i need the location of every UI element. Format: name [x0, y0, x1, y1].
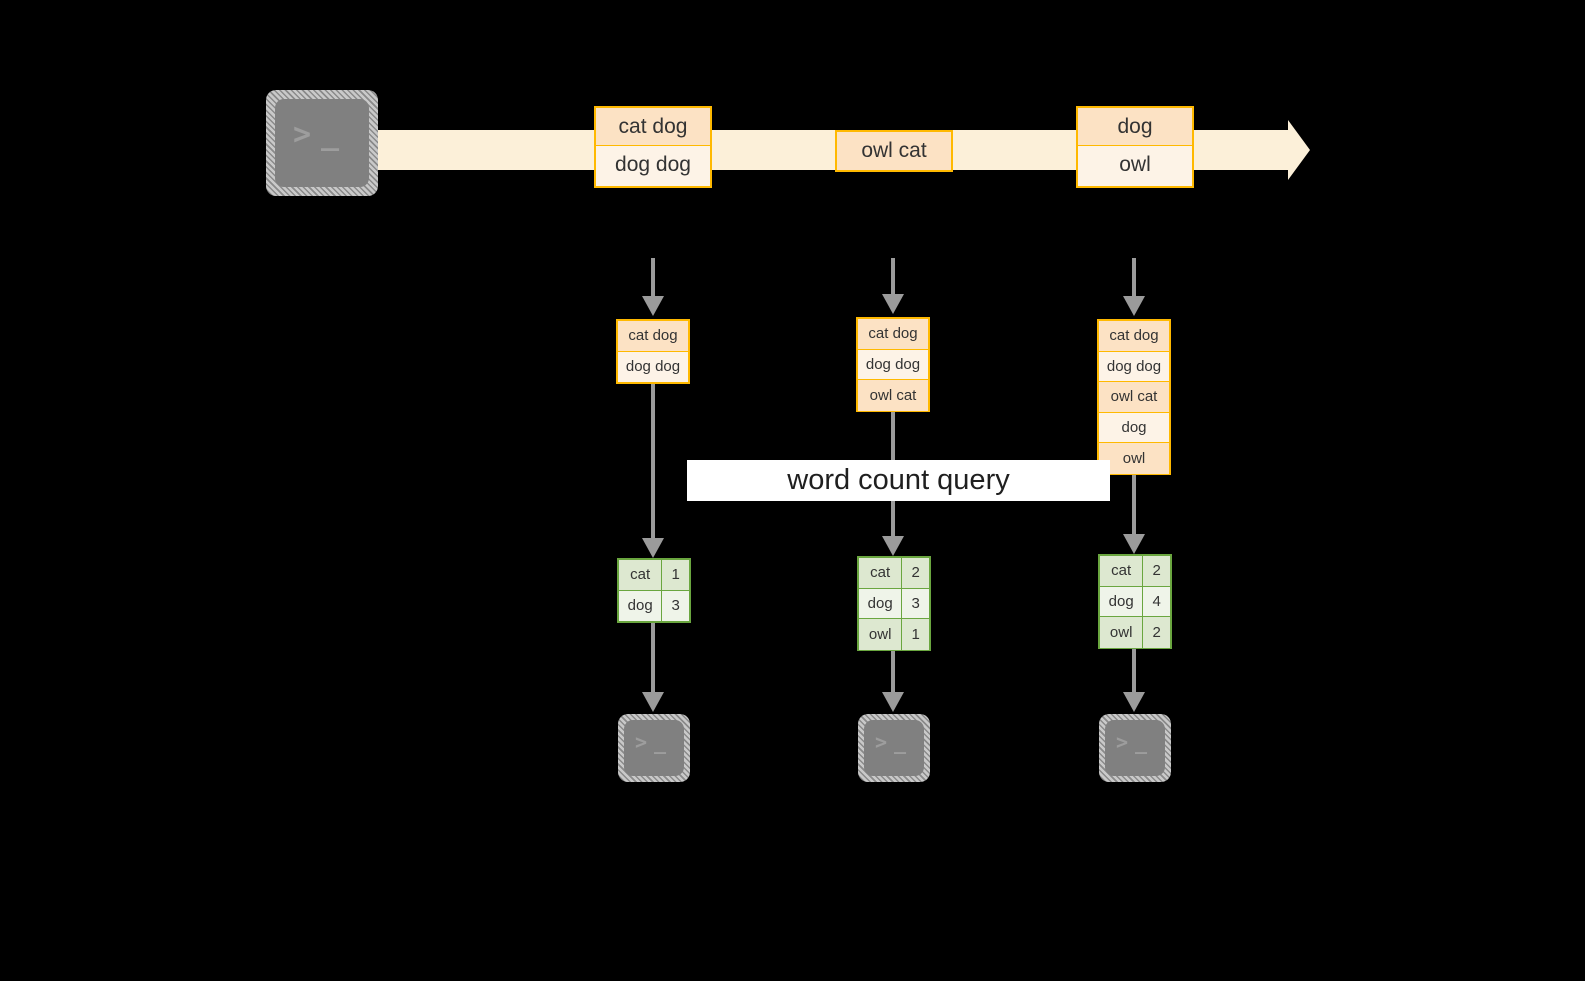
- result-table-2: cat 2 dog 3 owl 1: [857, 556, 931, 651]
- terminal-body: [1105, 720, 1165, 776]
- accumulated-record: cat dog: [618, 321, 688, 352]
- result-word: dog: [1100, 586, 1144, 616]
- stream-record: dog dog: [596, 146, 710, 184]
- query-arrow-shaft-3: [1132, 475, 1136, 550]
- sink-arrow-head-2: [882, 692, 904, 712]
- terminal-cursor-glyph: _: [894, 730, 908, 754]
- tap-arrow-head-2: [882, 294, 904, 314]
- accumulated-record: owl: [1099, 443, 1169, 474]
- result-count: 4: [1143, 586, 1170, 616]
- sink-terminal-icon-1: > _: [618, 714, 690, 782]
- result-table-3: cat 2 dog 4 owl 2: [1098, 554, 1172, 649]
- result-word: owl: [1100, 617, 1144, 648]
- query-label-band: word count query: [687, 460, 1110, 501]
- result-table-1: cat 1 dog 3: [617, 558, 691, 623]
- accumulated-records-1: cat dog dog dog: [616, 319, 690, 384]
- terminal-cursor-glyph: _: [321, 117, 341, 152]
- result-row: cat 2: [859, 558, 929, 589]
- result-row: cat 1: [619, 560, 689, 591]
- accumulated-record: dog dog: [1099, 351, 1169, 382]
- tap-arrow-head-3: [1123, 296, 1145, 316]
- result-row: owl 1: [859, 619, 929, 650]
- stream-group-1: cat dog dog dog: [594, 106, 712, 188]
- tap-arrow-head-1: [642, 296, 664, 316]
- tap-arrow-shaft-1: [651, 258, 655, 296]
- result-count: 3: [662, 590, 689, 621]
- result-count: 2: [1143, 556, 1170, 586]
- sink-arrow-head-3: [1123, 692, 1145, 712]
- query-arrow-shaft-1: [651, 384, 655, 552]
- sink-arrow-shaft-1: [651, 623, 655, 696]
- stream-group-3: dog owl: [1076, 106, 1194, 188]
- stream-record: dog: [1078, 108, 1192, 146]
- query-arrow-head-3: [1123, 534, 1145, 554]
- accumulated-record: dog dog: [858, 349, 928, 380]
- result-count: 3: [902, 588, 929, 618]
- result-word: dog: [859, 588, 903, 618]
- result-word: dog: [619, 590, 663, 621]
- sink-arrow-head-1: [642, 692, 664, 712]
- sink-arrow-shaft-2: [891, 651, 895, 696]
- result-word: cat: [1100, 556, 1144, 586]
- terminal-prompt-glyph: >: [635, 730, 649, 754]
- sink-terminal-icon-2: > _: [858, 714, 930, 782]
- terminal-prompt-glyph: >: [293, 117, 313, 152]
- accumulated-record: cat dog: [858, 319, 928, 350]
- accumulated-record: dog dog: [618, 351, 688, 382]
- result-count: 1: [662, 560, 689, 590]
- query-label: word count query: [787, 464, 1010, 496]
- terminal-cursor-glyph: _: [1135, 730, 1149, 754]
- accumulated-record: cat dog: [1099, 321, 1169, 352]
- terminal-body: [864, 720, 924, 776]
- result-count: 2: [902, 558, 929, 588]
- sink-arrow-shaft-3: [1132, 649, 1136, 696]
- query-arrow-head-2: [882, 536, 904, 556]
- terminal-prompt-glyph: >: [875, 730, 889, 754]
- result-row: dog 3: [859, 588, 929, 619]
- result-row: dog 4: [1100, 586, 1170, 617]
- result-word: cat: [859, 558, 903, 588]
- accumulated-record: owl cat: [1099, 382, 1169, 413]
- accumulated-records-2: cat dog dog dog owl cat: [856, 317, 930, 412]
- result-row: cat 2: [1100, 556, 1170, 587]
- result-row: dog 3: [619, 590, 689, 621]
- query-arrow-head-1: [642, 538, 664, 558]
- result-count: 2: [1143, 617, 1170, 648]
- stream-record: owl: [1078, 146, 1192, 184]
- source-terminal-icon: > _: [266, 90, 378, 196]
- stream-arrowhead: [1288, 120, 1310, 180]
- terminal-prompt-glyph: >: [1116, 730, 1130, 754]
- result-count: 1: [902, 619, 929, 650]
- stream-record: owl cat: [837, 132, 951, 170]
- terminal-cursor-glyph: _: [654, 730, 668, 754]
- terminal-body: [624, 720, 684, 776]
- stream-group-2: owl cat: [835, 130, 953, 172]
- result-word: owl: [859, 619, 903, 650]
- tap-arrow-shaft-3: [1132, 258, 1136, 296]
- sink-terminal-icon-3: > _: [1099, 714, 1171, 782]
- tap-arrow-shaft-2: [891, 258, 895, 296]
- stream-record: cat dog: [596, 108, 710, 146]
- accumulated-record: owl cat: [858, 380, 928, 411]
- accumulated-records-3: cat dog dog dog owl cat dog owl: [1097, 319, 1171, 475]
- accumulated-record: dog: [1099, 412, 1169, 443]
- result-row: owl 2: [1100, 617, 1170, 648]
- result-word: cat: [619, 560, 663, 590]
- terminal-body: [275, 99, 369, 187]
